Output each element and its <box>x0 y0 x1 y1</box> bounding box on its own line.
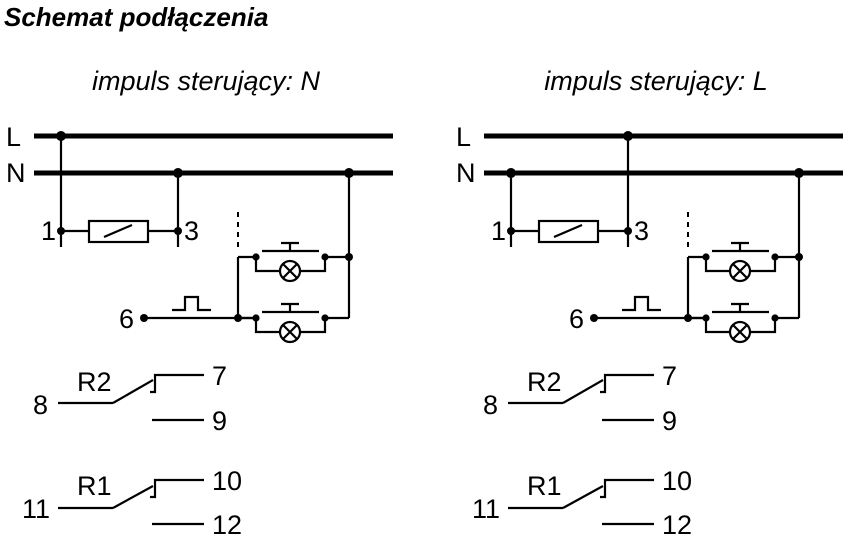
bus-l-label: L <box>456 122 471 152</box>
terminal-7-label: 7 <box>662 361 677 391</box>
relay-r1-label: R1 <box>77 471 112 501</box>
terminal-12-label: 12 <box>212 510 242 536</box>
lamp-wire <box>704 257 730 273</box>
panel-1: impuls sterujący: N LN1 3 6 8 R2 7 9 11 R1 10 12 <box>6 66 393 536</box>
terminal-11-label: 11 <box>472 494 500 524</box>
lamp-cross <box>282 324 298 340</box>
terminal-3-label: 3 <box>184 216 199 246</box>
terminal-6-label: 6 <box>569 304 584 334</box>
lamp-wire <box>254 257 280 273</box>
coil-slash <box>553 223 583 239</box>
relay-r1: 11 R1 10 12 <box>472 466 692 536</box>
relay-r1-blade <box>112 485 154 509</box>
lamp-wire <box>704 318 730 334</box>
terminal-1-label: 1 <box>41 216 56 246</box>
terminal-6-label: 6 <box>119 304 134 334</box>
terminal-3-label: 3 <box>634 216 649 246</box>
relay-r2-label: R2 <box>527 367 562 397</box>
relay-r1-contact-10 <box>600 478 654 499</box>
pulse-icon <box>172 295 211 312</box>
coil-slash <box>103 223 133 239</box>
relay-r2: 8 R2 7 9 <box>483 361 677 436</box>
bus-n-label: N <box>6 158 26 188</box>
bus-junction <box>623 131 633 141</box>
terminal-8-label: 8 <box>33 390 48 420</box>
relay-r1-blade <box>562 485 604 509</box>
terminal-3-dot <box>174 227 182 235</box>
terminal-10-label: 10 <box>212 466 242 496</box>
relay-r2: 8 R2 7 9 <box>33 361 227 436</box>
relay-r2-blade <box>562 379 604 404</box>
lamp-wire <box>300 318 327 334</box>
lamp-wire <box>750 318 777 334</box>
lamp-wire <box>750 257 777 273</box>
relay-r2-contact-7 <box>600 373 654 394</box>
terminal-1-dot <box>57 227 65 235</box>
panel-subtitle: impuls sterujący: L <box>544 66 768 96</box>
relay-r2-contact-7 <box>150 373 204 394</box>
bus-junction <box>506 168 516 178</box>
bus-junction <box>56 131 66 141</box>
relay-r1-label: R1 <box>527 471 562 501</box>
lamp-cross <box>282 263 298 279</box>
panel-subtitle: impuls sterujący: N <box>92 66 321 96</box>
terminal-12-label: 12 <box>662 510 692 536</box>
lamp-cross <box>732 324 748 340</box>
terminal-1-label: 1 <box>491 216 506 246</box>
lamp-wire <box>254 318 280 334</box>
lamp-cross <box>732 263 748 279</box>
terminal-11-label: 11 <box>22 494 50 524</box>
pushbutton-1 <box>238 241 349 283</box>
terminal-9-label: 9 <box>662 406 677 436</box>
terminal-1-dot <box>507 227 515 235</box>
relay-r2-label: R2 <box>77 367 112 397</box>
bus-l-label: L <box>6 122 21 152</box>
relay-r1-contact-10 <box>150 478 204 499</box>
bus-junction <box>173 168 183 178</box>
diagram-title: Schemat podłączenia <box>4 2 269 32</box>
lamp-wire <box>300 257 327 273</box>
terminal-3-dot <box>624 227 632 235</box>
pushbutton-2 <box>688 302 799 344</box>
bus-n-label: N <box>456 158 476 188</box>
relay-r2-blade <box>112 379 154 404</box>
relay-r1: 11 R1 10 12 <box>22 466 242 536</box>
pushbutton-2 <box>238 302 349 344</box>
terminal-9-label: 9 <box>212 406 227 436</box>
terminal-8-label: 8 <box>483 390 498 420</box>
bus-junction <box>794 168 804 178</box>
terminal-7-label: 7 <box>212 361 227 391</box>
terminal-10-label: 10 <box>662 466 692 496</box>
panel-2: impuls sterujący: L LN1 3 6 8 R2 7 9 11 R1 10 12 <box>456 66 843 536</box>
pulse-icon <box>622 295 661 312</box>
pushbutton-1 <box>688 241 799 283</box>
bus-junction <box>344 168 354 178</box>
